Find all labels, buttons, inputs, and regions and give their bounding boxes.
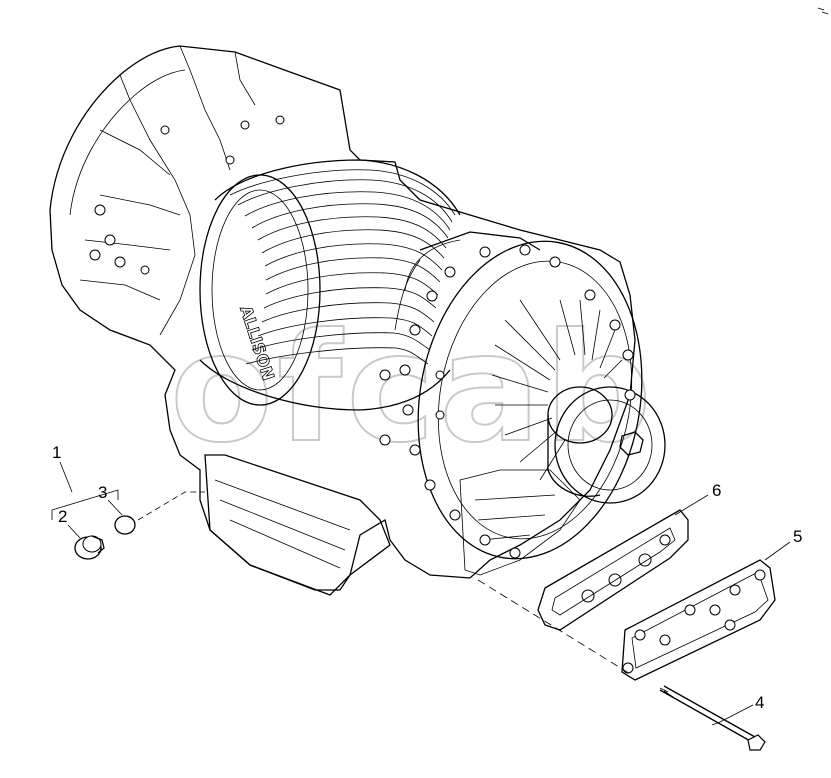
callout-5: 5 (793, 527, 802, 546)
cover-plate (621, 559, 776, 681)
callout-3: 3 (98, 483, 107, 502)
flange-bolts (89, 115, 636, 559)
callout-6: 6 (712, 481, 721, 500)
cover-assembly-line (477, 579, 633, 676)
callout-1: 1 (52, 443, 61, 462)
o-ring (114, 515, 136, 535)
drain-plug (74, 535, 105, 560)
callout-leaders (51, 461, 791, 726)
transmission-housing: ALLISON (49, 45, 666, 596)
corner-mark (817, 7, 829, 15)
plug-assembly-line (137, 491, 205, 521)
long-bolt (659, 685, 766, 751)
callout-2: 2 (58, 507, 67, 526)
callout-4: 4 (755, 693, 764, 712)
gasket (537, 509, 689, 631)
